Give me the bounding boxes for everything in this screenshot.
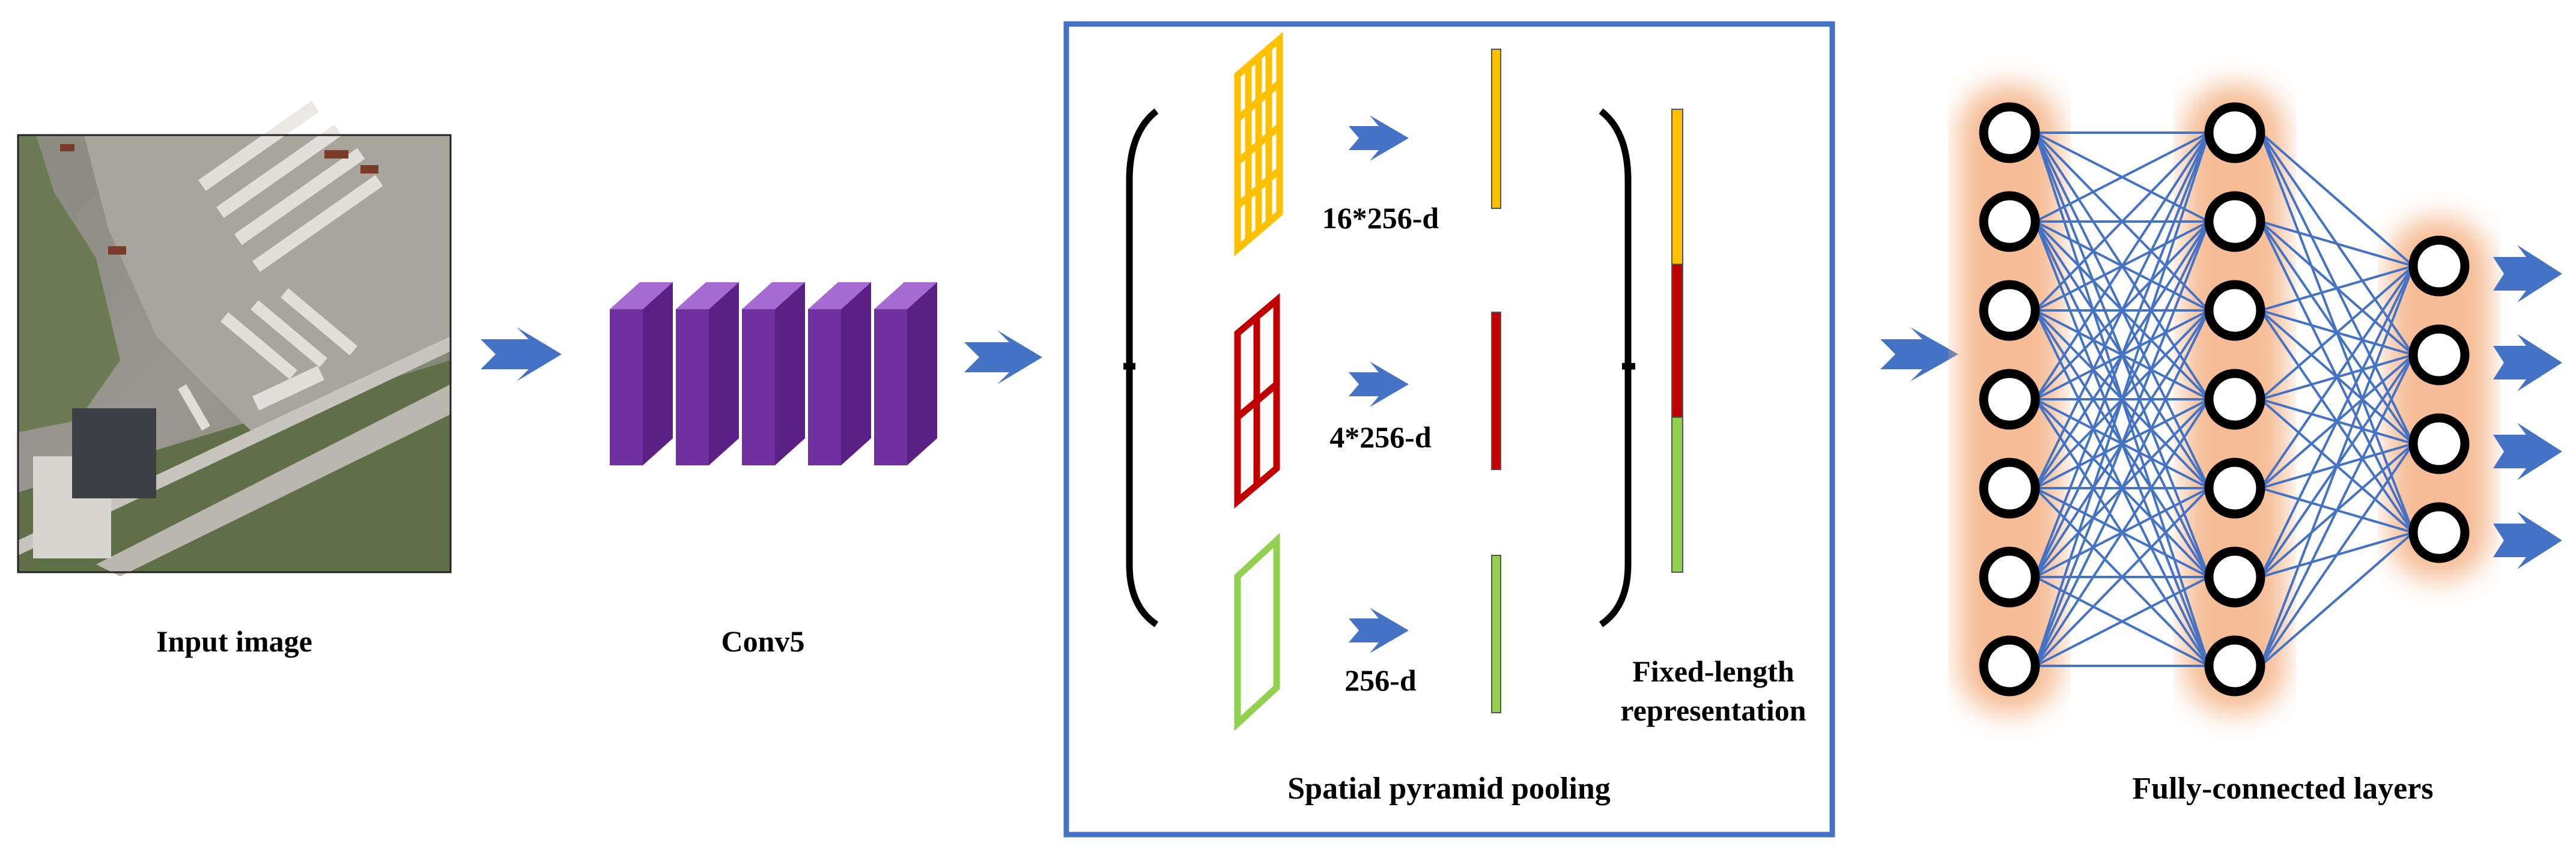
fc-connection [2259,531,2414,667]
fc-connection [2034,398,2210,667]
fc-connection [2034,487,2210,667]
vector-bin16 [1491,49,1501,209]
pool-grid-1x1 [1234,533,1280,731]
conv5-label: Conv5 [721,624,805,658]
fc-connection [2259,131,2414,267]
feature-map [808,282,871,465]
fc-connection [2034,131,2210,400]
fc-connection [2034,310,2210,666]
fc-connection [2260,265,2414,312]
feature-map [676,282,739,465]
neuron-node [2408,413,2470,474]
arrow-bin16 [1349,115,1409,161]
layer-glow [2388,218,2490,581]
vector-bin4 [1491,312,1501,470]
arrow-bin1 [1349,608,1409,653]
fc-connection [2260,220,2414,267]
neuron-node [1979,546,2040,608]
fc-connection [2259,265,2414,400]
neuron-node [1979,191,2040,252]
neuron-node [2204,635,2265,696]
feature-map [874,282,937,465]
bin1-label: 256-d [1344,663,1417,697]
output-arrow [2493,245,2562,303]
output-arrow [2493,512,2562,569]
input-image-label: Input image [156,624,312,658]
fc-title: Fully-connected layers [2132,772,2433,806]
left-bracket [1126,108,1159,627]
neuron-node [1979,102,2040,163]
neuron-node [2204,546,2265,608]
feature-map [610,282,673,465]
fc-connection [2259,443,2414,667]
neuron-node [2408,324,2470,385]
input-image [17,101,452,576]
neuron-node [2408,502,2470,563]
vector-bin1 [1491,555,1501,713]
fc-connection [2034,131,2210,312]
conv5-block [610,282,937,465]
arrow-spp-to-fc [1880,327,1958,381]
pool-grid-4x4 [1234,32,1283,256]
output-arrow [2493,423,2562,480]
fixed-length-vector [1671,109,1683,573]
fc-connection [2035,576,2210,667]
fc-connection [2034,221,2210,666]
arrow-conv-to-spp [964,330,1042,384]
neuron-node [2204,369,2265,430]
neuron-node [1979,280,2040,341]
neuron-node [2204,458,2265,519]
fc-connection [2034,132,2210,578]
fc-connection [2259,265,2414,489]
arrow-input-to-conv [481,327,562,381]
fixed-length-label-line1: Fixed-length [1632,654,1794,688]
pool-grid-2x2 [1234,293,1280,509]
fc-connection [2034,132,2210,489]
neuron-node [2204,280,2265,341]
neuron-node [2204,102,2265,163]
bin4-label: 4*256-d [1329,420,1432,454]
bin16-label: 16*256-d [1322,201,1439,235]
neuron-node [1979,635,2040,696]
output-arrow [2493,334,2562,391]
neuron-node [1979,458,2040,519]
spp-title: Spatial pyramid pooling [1287,772,1610,806]
fc-connection [2034,132,2210,666]
fc-connection [2259,265,2414,666]
feature-map [742,282,805,465]
neuron-node [1979,369,2040,430]
fc-connection [2035,131,2210,223]
neuron-node [2408,235,2470,297]
arrow-bin4 [1349,361,1409,407]
fc-connection [2259,265,2414,578]
fixed-length-label-line2: representation [1620,693,1806,727]
fc-network [1958,85,2562,714]
right-bracket [1599,108,1632,627]
spp-frame [1063,21,1835,838]
fc-connection [2259,354,2414,666]
neuron-node [2204,191,2265,252]
